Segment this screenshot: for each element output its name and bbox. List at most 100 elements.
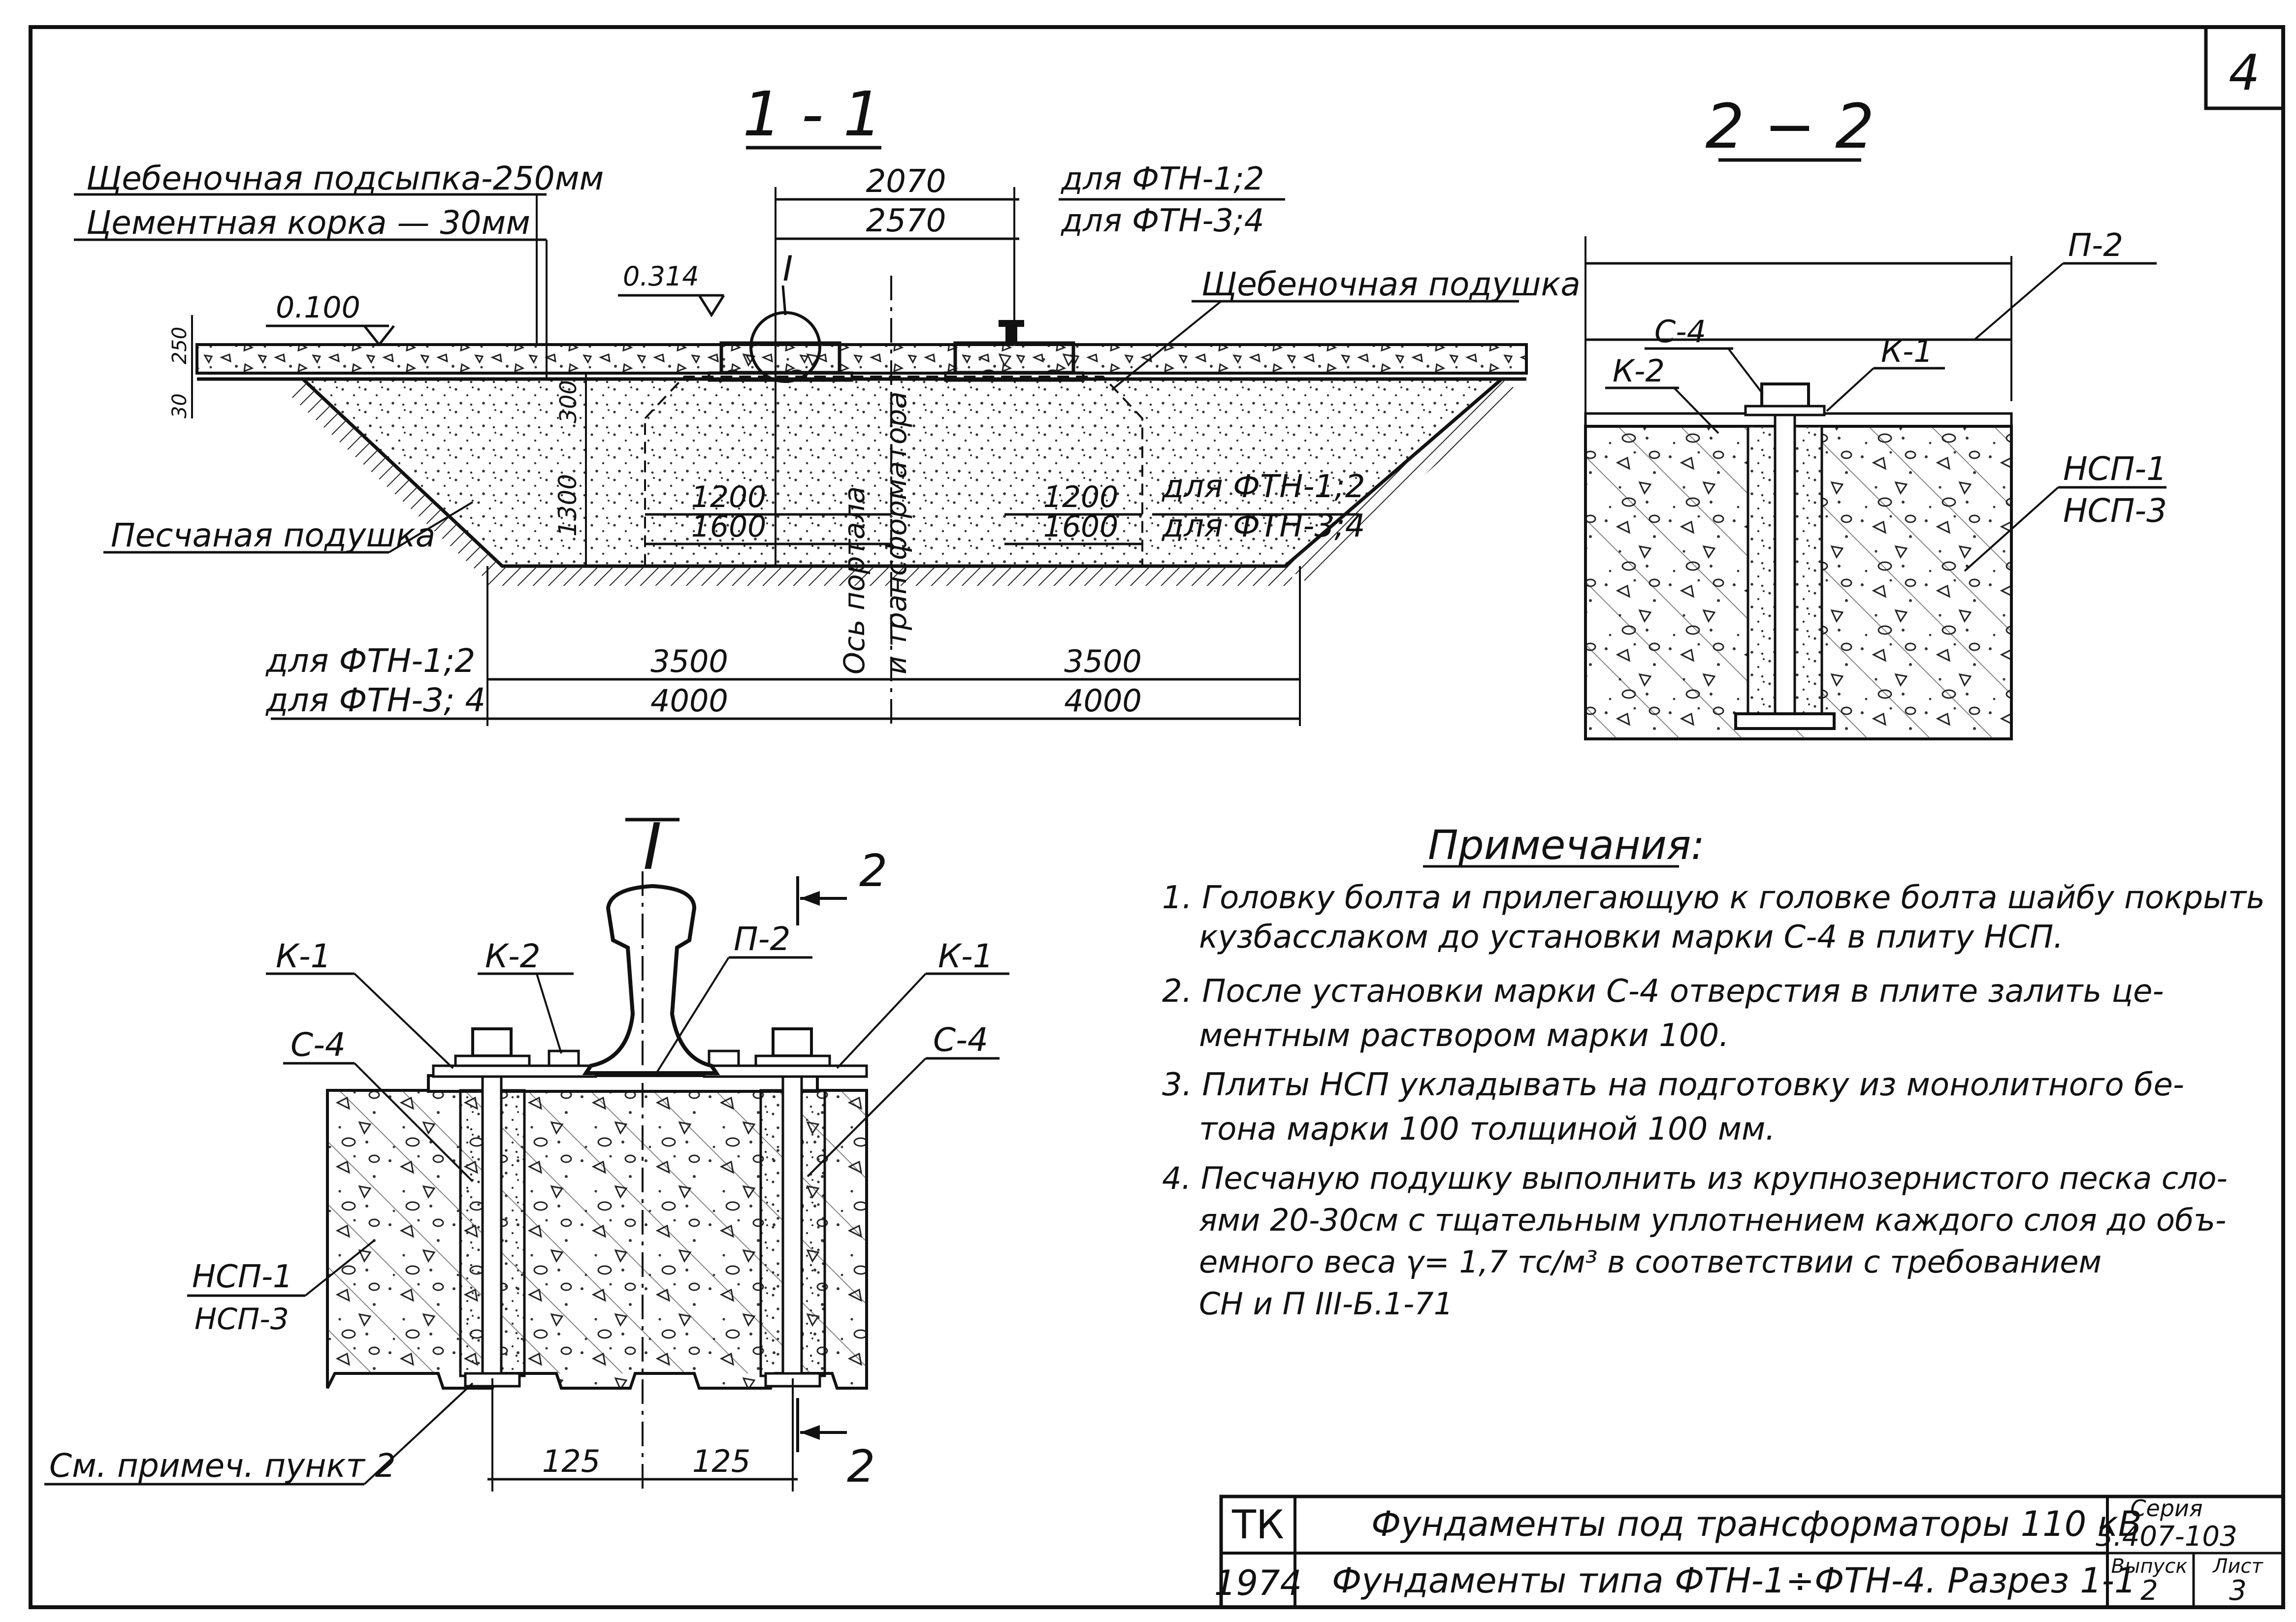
- dim-2570: 2570: [866, 203, 946, 239]
- label-nsp-detail-leader: [304, 1240, 375, 1297]
- bolt-washer-right: [754, 1054, 831, 1067]
- bolt-nut-right: [772, 1027, 813, 1057]
- section-mark-bottom-label: 2: [847, 1441, 875, 1493]
- sand-cushion-label: Песчаная подушка: [111, 516, 435, 554]
- dim-30: 30: [168, 393, 191, 418]
- tb-title-sub: Фундаменты типа ФТН-1÷ФТН-4. Разрез 1-1: [1332, 1560, 2136, 1601]
- dim-4000-right: 4000: [1064, 683, 1142, 719]
- elevation-0100-arrow: [363, 325, 395, 347]
- note-line-2: кузбасслаком до установки марки С-4 в пл…: [1199, 919, 2064, 955]
- label-nsp1: НСП-1: [2063, 450, 2167, 488]
- layer-crushed-stone-label: Щебеночная подсыпка-250мм: [86, 159, 604, 197]
- detail-I-callout-label: I: [783, 249, 793, 289]
- label-c4-leader: [1727, 348, 1764, 395]
- for-ftn34-top: для ФТН-3;4: [1061, 203, 1264, 239]
- dim-3500-left: 3500: [650, 643, 728, 679]
- label-k1-right-leader: [836, 973, 927, 1069]
- tb-sheet-value: 3: [2229, 1575, 2247, 1607]
- crushed-stone-prism: [644, 376, 1143, 567]
- rail-plate-right: [944, 371, 1085, 382]
- crushed-stone-layer: [195, 343, 1528, 375]
- rail-head-right-top: [999, 320, 1024, 327]
- note-line-8: ями 20-30см с тщательным уплотнением каж…: [1199, 1202, 2226, 1238]
- dim-2070: 2070: [866, 163, 946, 200]
- label-k1-left-leader: [354, 973, 454, 1069]
- detail-I-title: I: [643, 809, 662, 884]
- sheet-number-box: [2204, 25, 2285, 110]
- tb-issue-label: Выпуск: [2111, 1555, 2188, 1578]
- label-nsp1-detail: НСП-1: [192, 1259, 293, 1295]
- note-line-4: ментным раствором марки 100.: [1199, 1018, 1729, 1054]
- bolt-shank-left: [481, 1052, 503, 1380]
- note-line-9: емного веса γ= 1,7 тс/м³ в соответствии …: [1199, 1244, 2102, 1280]
- label-nsp3: НСП-3: [2063, 492, 2167, 530]
- rail-block-left: [719, 341, 841, 375]
- dim-125-right: 125: [692, 1443, 750, 1479]
- label-k2-leader: [1673, 387, 1719, 434]
- section-2-2-title: 2 − 2: [1705, 91, 1874, 162]
- label-k2-detail: К-2: [485, 937, 541, 975]
- note-line-5: 3. Плиты НСП укладывать на подготовку из…: [1162, 1067, 2184, 1103]
- bolt-shank-right: [781, 1052, 803, 1380]
- see-note-leader: [363, 1382, 474, 1485]
- tb-org: ТК: [1231, 1502, 1284, 1548]
- label-k1-leader: [1826, 367, 1875, 412]
- callout-I-leader: [781, 285, 787, 316]
- dim-125-left: 125: [542, 1443, 600, 1479]
- bolt-nut-left: [471, 1027, 513, 1057]
- dim-1600-right: 1600: [1043, 509, 1119, 544]
- sand-cushion-leader: [388, 501, 474, 553]
- for-ftn12-bottom: для ФТН-1;2: [265, 642, 475, 680]
- note-line-1: 1. Головку болта и прилегающую к головке…: [1162, 880, 2265, 916]
- label-p2-detail: П-2: [734, 920, 790, 958]
- elevation-0314-arrow: [698, 294, 725, 318]
- clamp-k1-right: [703, 1064, 868, 1078]
- clamp-k1-left: [432, 1064, 597, 1078]
- tb-sheet-label: Лист: [2212, 1555, 2264, 1578]
- tb-series-value: 3.407-103: [2096, 1521, 2237, 1553]
- notes: Примечания: 1. Головку болта и прилегающ…: [1162, 822, 2265, 1322]
- dim-1200-left: 1200: [691, 480, 767, 514]
- clamp-k2-left: [548, 1050, 580, 1067]
- dim-1200-right: 1200: [1043, 480, 1119, 514]
- tb-issue-value: 2: [2140, 1575, 2158, 1607]
- rail-block-right: [953, 341, 1075, 375]
- note-line-7: 4. Песчаную подушку выполнить из крупноз…: [1162, 1160, 2228, 1196]
- ground-hatch-right: [1285, 379, 1519, 581]
- tb-title-main: Фундаменты под трансформаторы 110 кВ: [1371, 1504, 2142, 1544]
- title-block: ТК 1974 Фундаменты под трансформаторы 11…: [1214, 1495, 2285, 1609]
- sheet-number: 4: [2229, 44, 2260, 101]
- crushed-cushion-label: Щебеночная подушка: [1201, 265, 1581, 303]
- for-ftn34-bottom: для ФТН-3; 4: [265, 681, 485, 719]
- dim-300: 300: [555, 380, 582, 423]
- dim-3500-right: 3500: [1064, 643, 1142, 679]
- elevation-0100: 0.100: [276, 290, 360, 325]
- note-line-6: тона марки 100 толщиной 100 мм.: [1199, 1111, 1776, 1147]
- section-mark-top-arrowhead: [800, 891, 820, 906]
- tb-year: 1974: [1214, 1563, 1302, 1603]
- section-mark-top-label: 2: [859, 845, 887, 897]
- for-ftn12-mid: для ФТН-1;2: [1162, 469, 1365, 505]
- note-line-10: СН и П III-Б.1-71: [1199, 1286, 1453, 1322]
- label-k1: К-1: [1881, 333, 1933, 369]
- see-note-label: См. примеч. пункт 2: [49, 1447, 396, 1485]
- bolt-nut-top: [1760, 382, 1810, 410]
- for-ftn12-top: для ФТН-1;2: [1061, 161, 1264, 197]
- label-p2-leader: [1973, 262, 2064, 341]
- tb-series-label: Серия: [2130, 1495, 2202, 1522]
- dim-250: 250: [168, 327, 191, 364]
- label-c4-left-leader: [354, 1062, 474, 1182]
- layer-cement-crust-label: Цементная корка — 30мм: [86, 204, 530, 242]
- axis-label-line1: Ось портала: [838, 486, 871, 674]
- detail-I: I 2 2 К-1: [44, 809, 1009, 1493]
- label-p2-detail-leader: [654, 956, 730, 1077]
- dim-1300: 1300: [553, 474, 582, 537]
- bolt-washer-top: [1744, 405, 1826, 416]
- label-c4-right: С-4: [933, 1021, 988, 1059]
- crushed-cushion-leader: [1112, 300, 1222, 390]
- sheet-border: [29, 25, 2285, 1609]
- notes-heading: Примечания:: [1428, 822, 1705, 869]
- section-1-1: 1 - 1 I Щебеночная подсыпка-250мм Цемент…: [74, 79, 1581, 729]
- axis-label-line2: и трансформатора: [879, 391, 913, 674]
